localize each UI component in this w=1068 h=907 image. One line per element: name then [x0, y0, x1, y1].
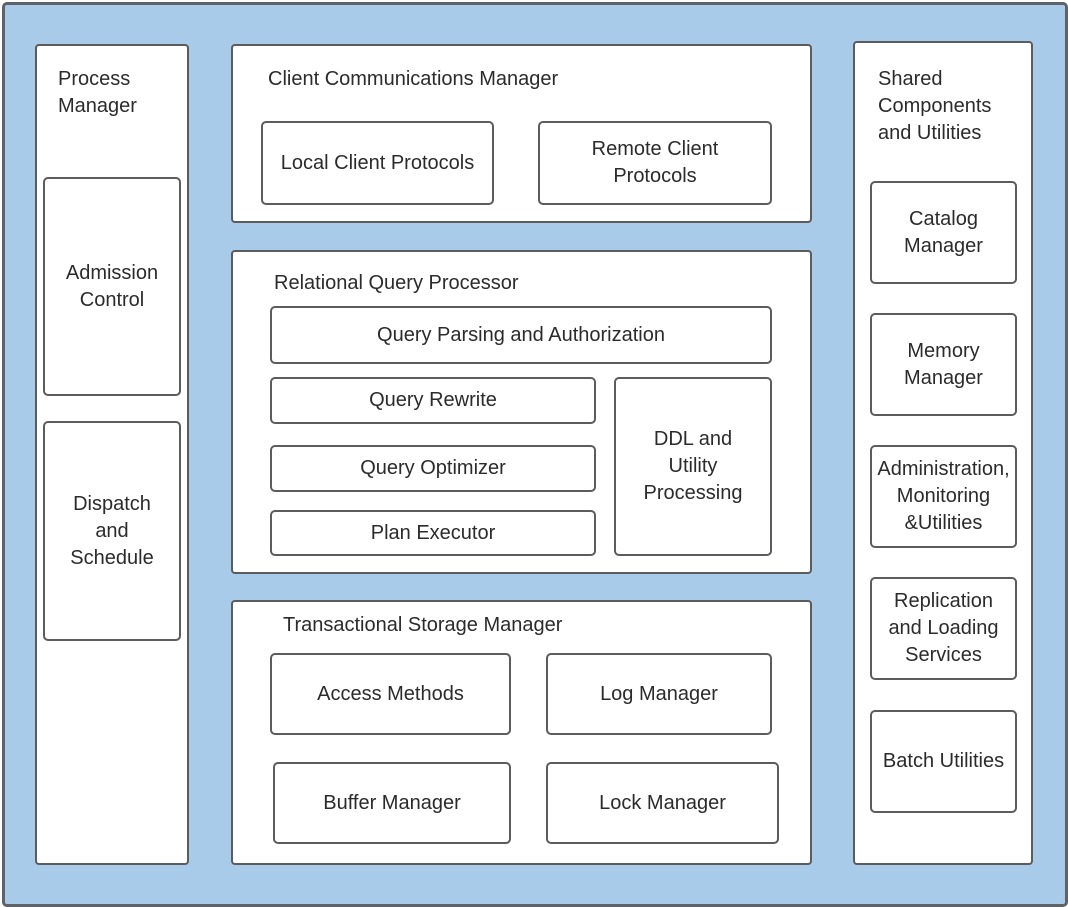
memory-manager-box: Memory Manager [870, 313, 1017, 416]
query-rewrite-box: Query Rewrite [270, 377, 596, 424]
query-parsing-box: Query Parsing and Authorization [270, 306, 772, 364]
replication-loading-label: Replication and Loading Services [888, 590, 999, 666]
dispatch-and-schedule-label: Dispatch and Schedule [70, 492, 154, 569]
query-parsing-label: Query Parsing and Authorization [377, 323, 665, 346]
process-manager-title: Process Manager [58, 68, 137, 117]
buffer-manager-box: Buffer Manager [273, 762, 511, 844]
lock-manager-box: Lock Manager [546, 762, 779, 844]
batch-utilities-box: Batch Utilities [870, 710, 1017, 813]
ddl-utility-processing-label: DDL and Utility Processing [643, 428, 743, 504]
local-client-protocols-box: Local Client Protocols [261, 121, 494, 205]
catalog-manager-label: Catalog Manager [904, 207, 983, 257]
administration-monitoring-label: Administration, Monitoring &Utilities [877, 458, 1010, 534]
local-client-protocols-label: Local Client Protocols [280, 151, 475, 174]
query-rewrite-label: Query Rewrite [369, 389, 497, 411]
memory-manager-label: Memory Manager [904, 339, 983, 389]
log-manager-box: Log Manager [546, 653, 772, 735]
query-optimizer-label: Query Optimizer [360, 457, 506, 479]
relational-query-processor-title: Relational Query Processor [274, 272, 519, 294]
plan-executor-box: Plan Executor [270, 510, 596, 556]
lock-manager-label: Lock Manager [599, 791, 726, 814]
remote-client-protocols-box: Remote Client Protocols [538, 121, 772, 205]
plan-executor-label: Plan Executor [370, 521, 496, 544]
replication-loading-box: Replication and Loading Services [870, 577, 1017, 680]
client-communications-title: Client Communications Manager [268, 68, 559, 90]
batch-utilities-label: Batch Utilities [882, 750, 1005, 772]
remote-client-protocols-label: Remote Client Protocols [591, 138, 719, 187]
access-methods-label: Access Methods [317, 682, 464, 705]
administration-monitoring-box: Administration, Monitoring &Utilities [870, 445, 1017, 548]
buffer-manager-label: Buffer Manager [323, 791, 461, 814]
ddl-utility-processing-box: DDL and Utility Processing [614, 377, 772, 556]
transactional-storage-manager-title: Transactional Storage Manager [283, 614, 563, 636]
access-methods-box: Access Methods [270, 653, 511, 735]
admission-control-box: Admission Control [43, 177, 181, 396]
catalog-manager-box: Catalog Manager [870, 181, 1017, 284]
shared-components-title: Shared Components and Utilities [878, 68, 992, 144]
query-optimizer-box: Query Optimizer [270, 445, 596, 492]
log-manager-label: Log Manager [600, 682, 718, 705]
dispatch-and-schedule-box: Dispatch and Schedule [43, 421, 181, 641]
admission-control-label: Admission Control [65, 261, 159, 311]
